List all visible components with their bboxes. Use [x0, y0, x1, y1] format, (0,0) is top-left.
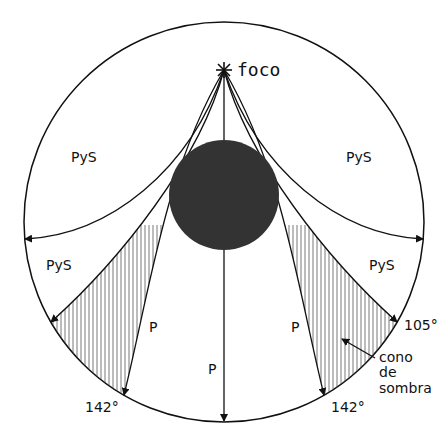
angle-label: 142°: [330, 400, 366, 415]
leader-arrow: [342, 339, 375, 358]
angle-label: 142°: [84, 400, 120, 415]
shadow-hatch: [20, 225, 430, 425]
ray-label: PyS: [45, 258, 73, 273]
angle-label: 105°: [403, 318, 439, 333]
ray-label: P: [148, 320, 158, 335]
ray-label: PyS: [70, 150, 98, 165]
ray-label: P: [290, 320, 300, 335]
focus-label: foco: [236, 60, 281, 80]
focus-star: [216, 62, 232, 78]
shadow-hatch: [20, 225, 430, 425]
ray-label: PyS: [368, 258, 396, 273]
ray-label: P: [207, 362, 217, 377]
shadow-zone-label: cono de sombra: [378, 350, 433, 396]
ray-label: PyS: [345, 150, 373, 165]
earth-core: [169, 140, 279, 250]
